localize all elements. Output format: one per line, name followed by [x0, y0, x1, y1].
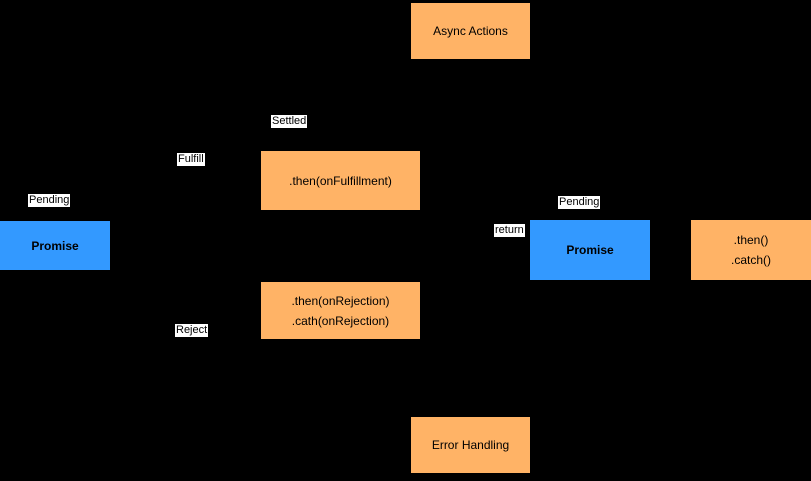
- edge-label-pending-left: Pending: [28, 194, 71, 207]
- node-promise-right-label: Promise: [566, 243, 614, 257]
- edge-label-pending-right: Pending: [558, 196, 601, 209]
- node-promise-left: Promise: [0, 221, 110, 270]
- node-then-onrejection: .then(onRejection) .cath(onRejection): [261, 282, 420, 339]
- edge-label-fulfill: Fulfill: [177, 153, 205, 166]
- node-error-handling-label: Error Handling: [431, 438, 510, 452]
- edge-label-reject: Reject: [175, 324, 209, 337]
- node-async-actions: Async Actions: [411, 3, 530, 59]
- node-then-catch-line2: .catch(): [730, 253, 771, 267]
- node-then-catch: .then() .catch(): [691, 220, 811, 280]
- node-promise-left-label: Promise: [31, 238, 79, 253]
- node-then-onfulfillment: .then(onFulfillment): [261, 151, 420, 210]
- node-async-actions-label: Async Actions: [433, 24, 508, 38]
- node-then-catch-line1: .then(): [733, 233, 769, 247]
- node-then-onfulfillment-label: .then(onFulfillment): [289, 173, 392, 188]
- edge-label-return: return: [494, 224, 525, 237]
- node-then-onrejection-line2: .cath(onRejection): [291, 313, 390, 328]
- node-then-onrejection-line1: .then(onRejection): [291, 293, 390, 308]
- node-error-handling: Error Handling: [411, 417, 530, 473]
- node-promise-right: Promise: [530, 220, 650, 280]
- edge-label-settled: Settled: [271, 115, 308, 128]
